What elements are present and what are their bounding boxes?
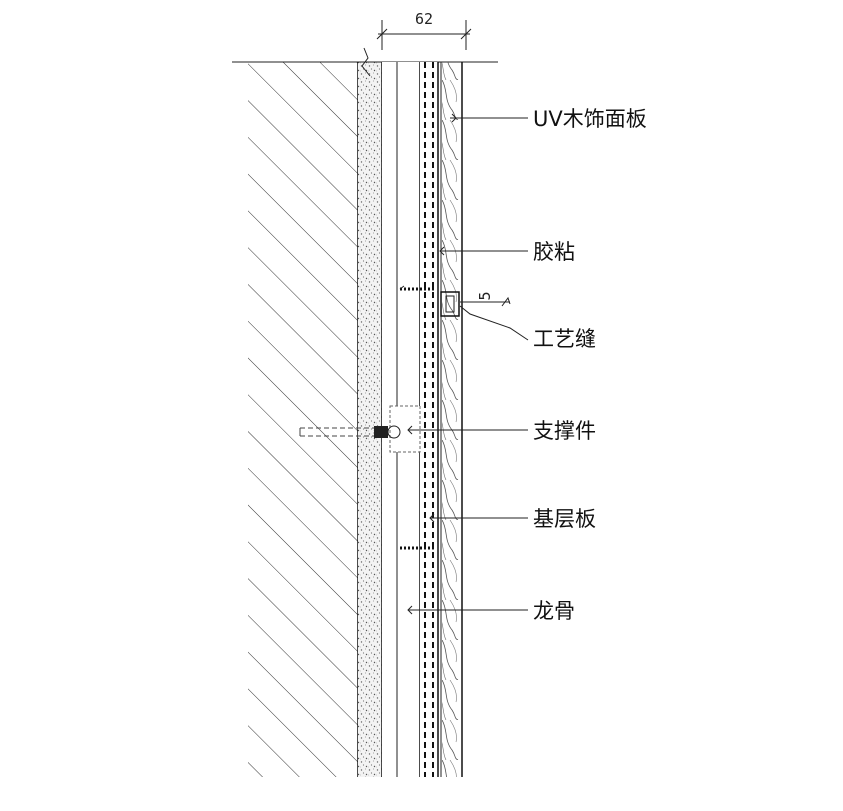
joint-dimension: 5 <box>460 291 511 307</box>
label-glue-text: 胶粘 <box>533 240 575 264</box>
label-uv-panel: UV木饰面板 <box>450 107 647 131</box>
plaster-layer <box>358 62 382 777</box>
label-keel-text: 龙骨 <box>533 599 575 623</box>
label-joint-text: 工艺缝 <box>533 327 596 351</box>
masonry-wall <box>248 62 358 777</box>
label-joint: 工艺缝 <box>459 305 596 351</box>
label-base-board: 基层板 <box>429 507 596 531</box>
label-base-board-text: 基层板 <box>533 507 596 531</box>
label-support-text: 支撑件 <box>533 419 596 443</box>
top-dimension: 62 <box>376 10 472 50</box>
label-glue: 胶粘 <box>439 240 575 264</box>
upper-fastener <box>399 285 436 291</box>
support-bracket <box>299 405 421 453</box>
label-support: 支撑件 <box>407 419 596 443</box>
label-uv-panel-text: UV木饰面板 <box>533 107 647 131</box>
label-keel: 龙骨 <box>407 599 575 623</box>
joint-width-dimension: 5 <box>476 291 494 300</box>
joint-profile <box>440 291 460 317</box>
break-symbol <box>361 47 371 77</box>
uv-wood-panel <box>442 62 462 777</box>
base-board-layer <box>420 62 438 777</box>
overall-width-dimension: 62 <box>415 10 433 28</box>
